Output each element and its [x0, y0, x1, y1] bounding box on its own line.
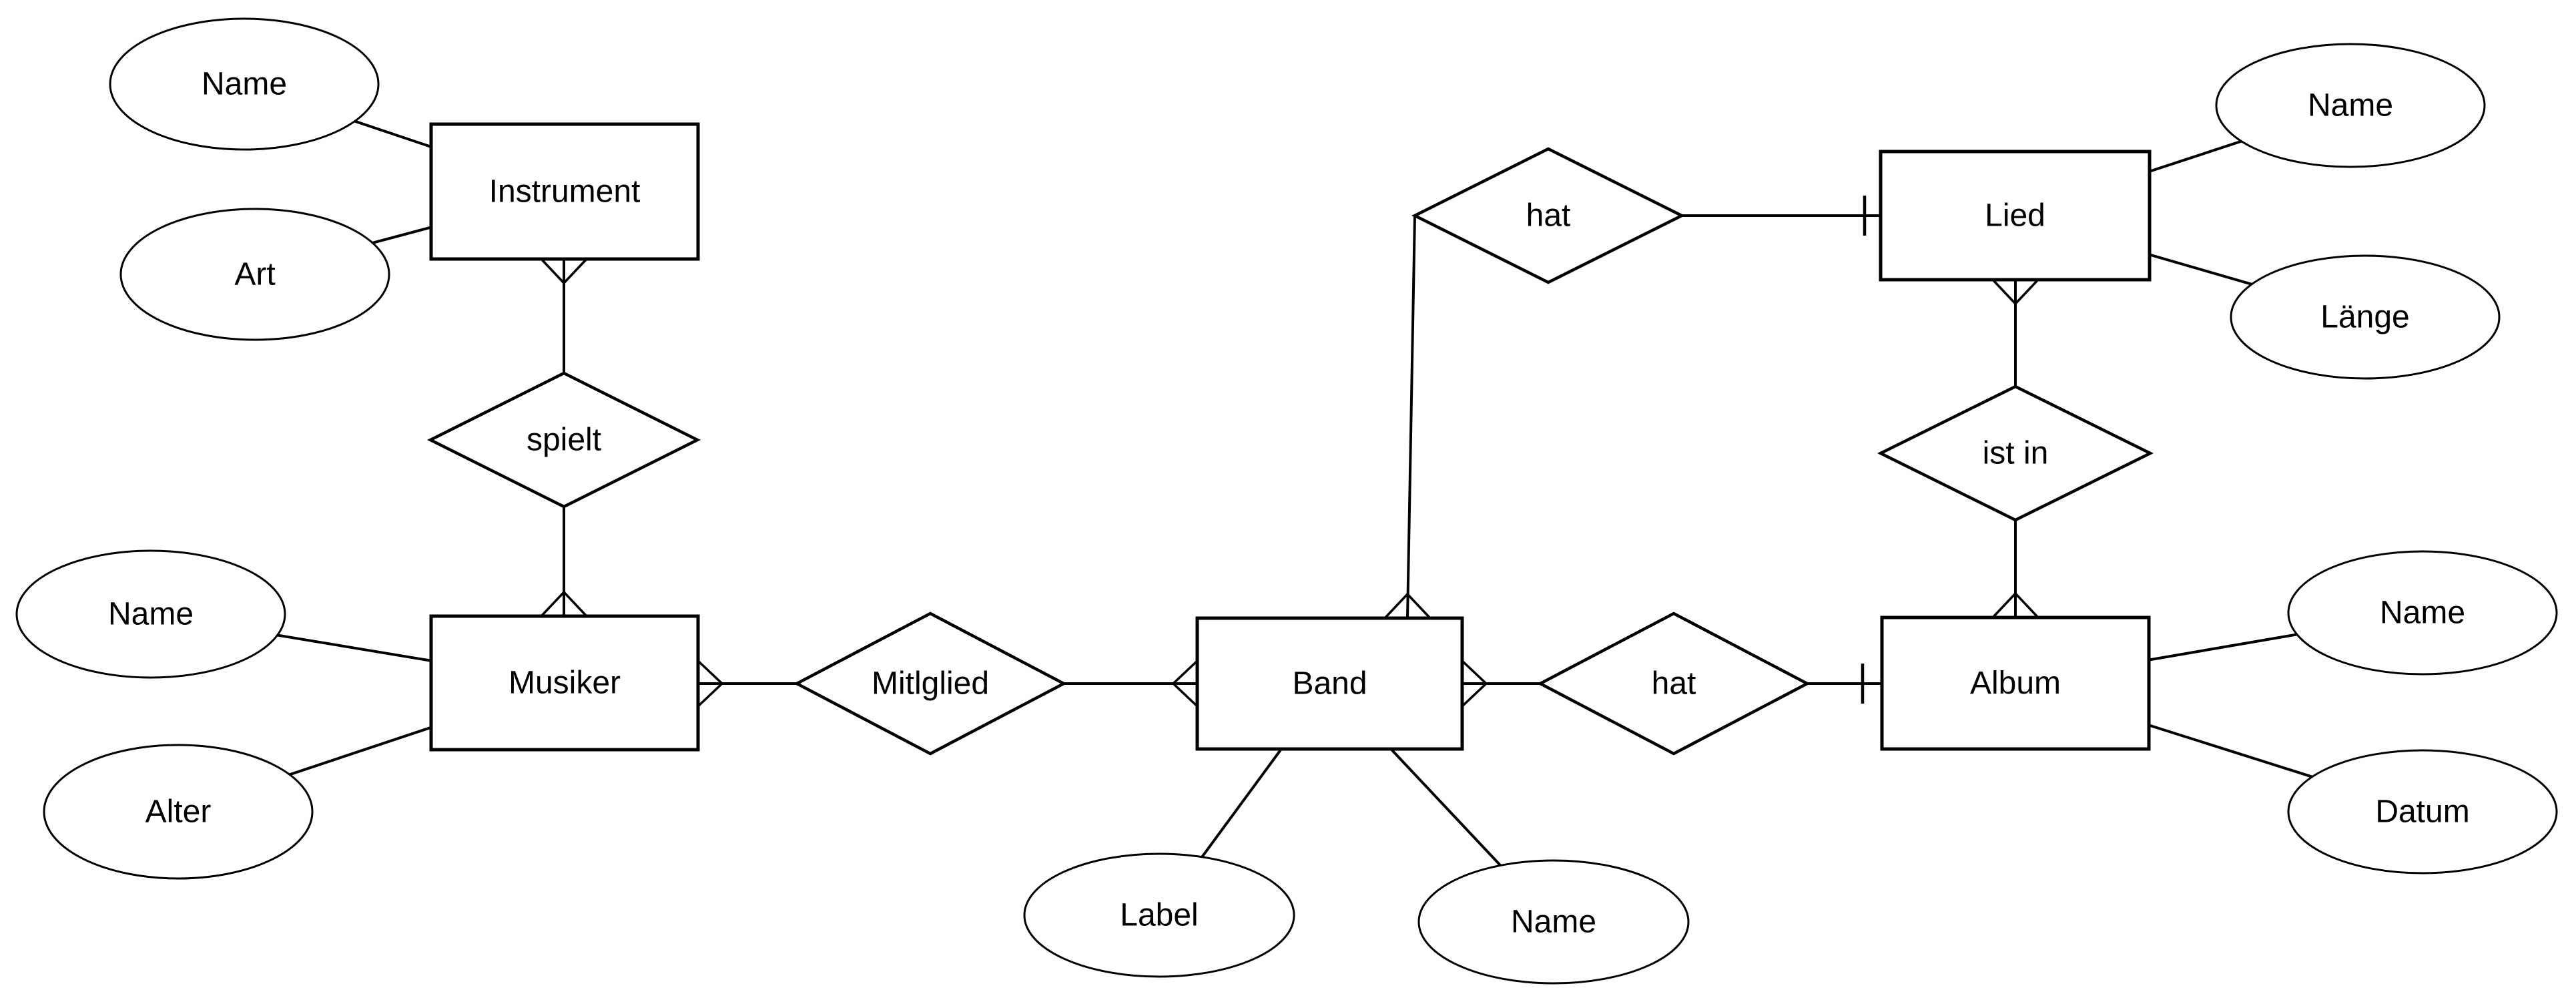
relationship-diamond-hat-album[interactable] [1537, 611, 1811, 756]
crow-marker-crow-band-left [1172, 660, 1199, 708]
crow-marker-crow-album-top [1991, 592, 2039, 619]
attribute-ellipse-instrument-art[interactable] [119, 208, 390, 341]
attribute-ellipse-instrument-name[interactable] [109, 17, 380, 151]
attribute-musiker-name[interactable]: Name [15, 549, 286, 679]
relationship-label-ist-in: ist in [1983, 436, 2049, 471]
attribute-label-instrument-art: Art [234, 257, 275, 292]
attribute-band-label[interactable]: Label [1023, 852, 1295, 978]
crow-marker-crow-musiker-top [540, 591, 588, 617]
entity-musiker[interactable]: Musiker [429, 614, 700, 752]
attribute-lied-name[interactable]: Name [2215, 43, 2486, 168]
attribute-ellipse-musiker-alter[interactable] [43, 744, 314, 880]
attribute-musiker-alter[interactable]: Alter [43, 744, 314, 880]
relationship-spielt[interactable]: spielt [426, 371, 701, 509]
entity-label-lied: Lied [1985, 198, 2045, 234]
entity-band[interactable]: Band [1195, 616, 1464, 751]
crow-marker-crow-instrument-bottom [540, 258, 588, 284]
attribute-instrument-art[interactable]: Art [119, 208, 390, 341]
attribute-band-name[interactable]: Name [1417, 859, 1690, 985]
relationship-diamond-ist-in[interactable] [1877, 385, 2154, 522]
attribute-album-datum[interactable]: Datum [2287, 749, 2558, 874]
attribute-ellipse-lied-laenge[interactable] [2230, 254, 2501, 380]
crow-marker-crow-band-top [1383, 593, 1431, 619]
entity-label-band: Band [1292, 666, 1367, 702]
relationship-mitlglied[interactable]: Mitlglied [793, 611, 1067, 756]
attribute-lied-laenge[interactable]: Länge [2230, 254, 2501, 380]
attribute-label-album-datum: Datum [2375, 794, 2469, 830]
relationship-ist-in[interactable]: ist in [1877, 385, 2154, 522]
attribute-ellipse-lied-name[interactable] [2215, 43, 2486, 168]
attribute-label-album-name: Name [2380, 595, 2465, 631]
attribute-album-name[interactable]: Name [2287, 550, 2558, 676]
attribute-label-band-label: Label [1120, 898, 1198, 933]
entity-box-musiker[interactable] [429, 614, 700, 752]
attribute-ellipse-album-datum[interactable] [2287, 749, 2558, 874]
relationship-diamond-hat-lied[interactable] [1411, 147, 1686, 284]
entity-instrument[interactable]: Instrument [429, 122, 700, 261]
attribute-ellipse-album-name[interactable] [2287, 550, 2558, 676]
crow-marker-crow-lied-bottom [1991, 278, 2039, 305]
entity-lied[interactable]: Lied [1879, 150, 2152, 282]
relationship-label-hat-album: hat [1652, 666, 1696, 702]
relationship-hat-lied[interactable]: hat [1411, 147, 1686, 284]
crow-marker-crow-band-right [1461, 660, 1488, 708]
entity-label-instrument: Instrument [489, 174, 641, 210]
attribute-label-musiker-name: Name [108, 597, 194, 632]
attribute-ellipse-band-name[interactable] [1417, 859, 1690, 985]
relationship-label-hat-lied: hat [1526, 198, 1571, 234]
attribute-ellipse-musiker-name[interactable] [15, 549, 286, 679]
entity-box-album[interactable] [1880, 615, 2151, 751]
entity-box-instrument[interactable] [429, 122, 700, 261]
relationship-diamond-mitlglied[interactable] [793, 611, 1067, 756]
entity-label-album: Album [1970, 666, 2061, 701]
connector-hat-to-band [1406, 215, 1416, 619]
crow-marker-crow-musiker-right [697, 660, 723, 708]
attribute-instrument-name[interactable]: Name [109, 17, 380, 151]
attribute-label-instrument-name: Name [202, 67, 287, 102]
marker-layer [540, 196, 2039, 708]
entity-box-lied[interactable] [1879, 150, 2152, 282]
relationship-label-mitlglied: Mitlglied [872, 666, 989, 702]
attribute-label-band-name: Name [1511, 905, 1596, 940]
relationship-diamond-spielt[interactable] [426, 371, 701, 509]
relationship-label-spielt: spielt [527, 423, 601, 458]
relationship-hat-album[interactable]: hat [1537, 611, 1811, 756]
attribute-label-lied-laenge: Länge [2320, 300, 2409, 335]
entity-album[interactable]: Album [1880, 615, 2151, 751]
entity-label-musiker: Musiker [509, 666, 621, 701]
attribute-label-musiker-alter: Alter [145, 794, 212, 830]
entity-box-band[interactable] [1195, 616, 1464, 751]
attribute-label-lied-name: Name [2308, 88, 2393, 123]
attribute-ellipse-band-label[interactable] [1023, 852, 1295, 978]
